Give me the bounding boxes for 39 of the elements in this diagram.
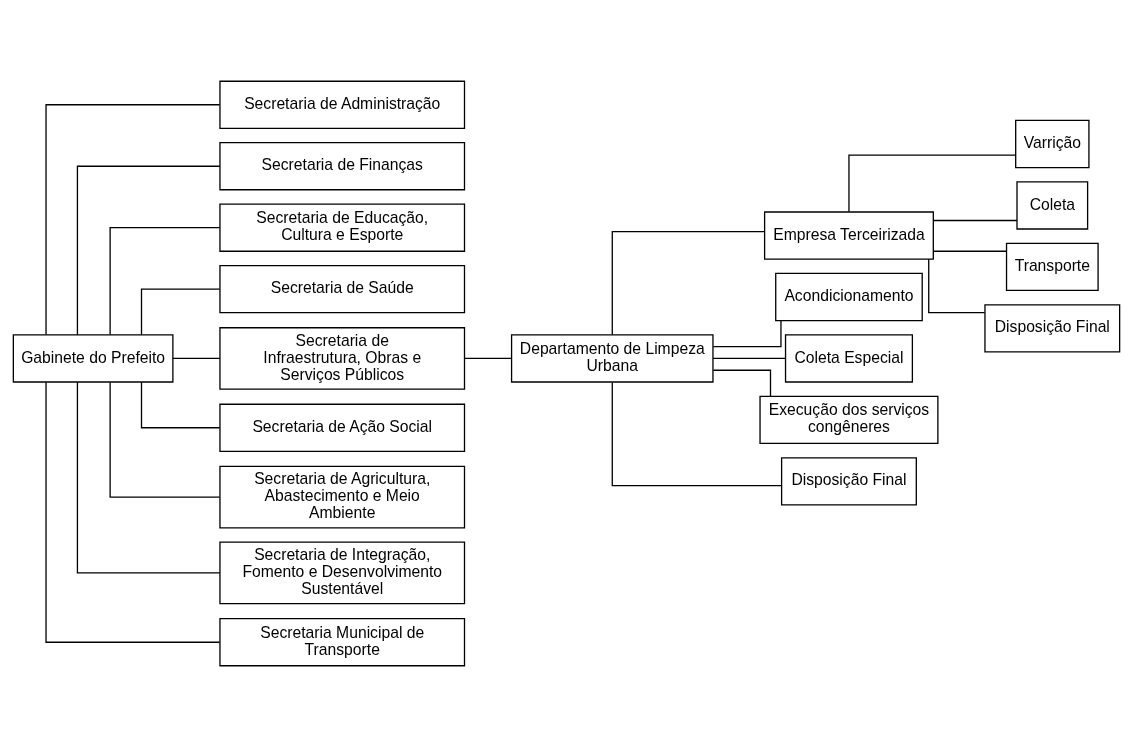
node-box: Disposição Final (780, 457, 917, 506)
connector (140, 288, 221, 336)
node-box: Departamento de Limpeza Urbana (510, 334, 714, 383)
node-box: Secretaria de Administração (219, 80, 466, 129)
connector (109, 227, 221, 336)
node-box: Empresa Terceirizada (763, 211, 934, 260)
node-box: Secretaria de Ação Social (219, 403, 466, 452)
connector (45, 104, 221, 336)
node-box: Coleta (1016, 181, 1089, 230)
connector (712, 369, 772, 397)
connector (932, 250, 1007, 252)
connector (712, 357, 786, 360)
node-box: Gabinete do Prefeito (12, 334, 174, 383)
connector (712, 320, 782, 348)
connector (611, 381, 782, 487)
node-box: Secretaria de Educação, Cultura e Esporte (219, 203, 466, 252)
node-box: Secretaria de Saúde (219, 264, 466, 314)
connector (76, 165, 221, 336)
node-box: Transporte (1005, 242, 1099, 292)
connector (140, 381, 221, 429)
node-box: Acondicionamento (775, 272, 923, 322)
node-box: Secretaria de Finanças (219, 142, 466, 191)
node-box: Execução dos serviços congêneres (759, 395, 939, 445)
connector (848, 154, 1017, 213)
connector (928, 258, 986, 314)
connector (172, 357, 221, 360)
node-box: Varrição (1015, 119, 1090, 169)
node-box: Coleta Especial (784, 334, 914, 383)
node-box: Secretaria Municipal de Transporte (219, 618, 466, 667)
connector (45, 381, 221, 643)
connector (611, 230, 766, 336)
connector (932, 219, 1018, 222)
node-box: Secretaria de Integração, Fomento e Desenvolvimento Sustentável (219, 541, 466, 605)
connector (463, 357, 512, 360)
connector (76, 381, 221, 574)
node-box: Disposição Final (984, 304, 1121, 353)
node-box: Secretaria de Agricultura, Abastecimento e Meio Ambiente (219, 465, 466, 529)
node-box: Secretaria de Infraestrutura, Obras e Serviços Públicos (219, 327, 466, 390)
connector (109, 381, 221, 498)
